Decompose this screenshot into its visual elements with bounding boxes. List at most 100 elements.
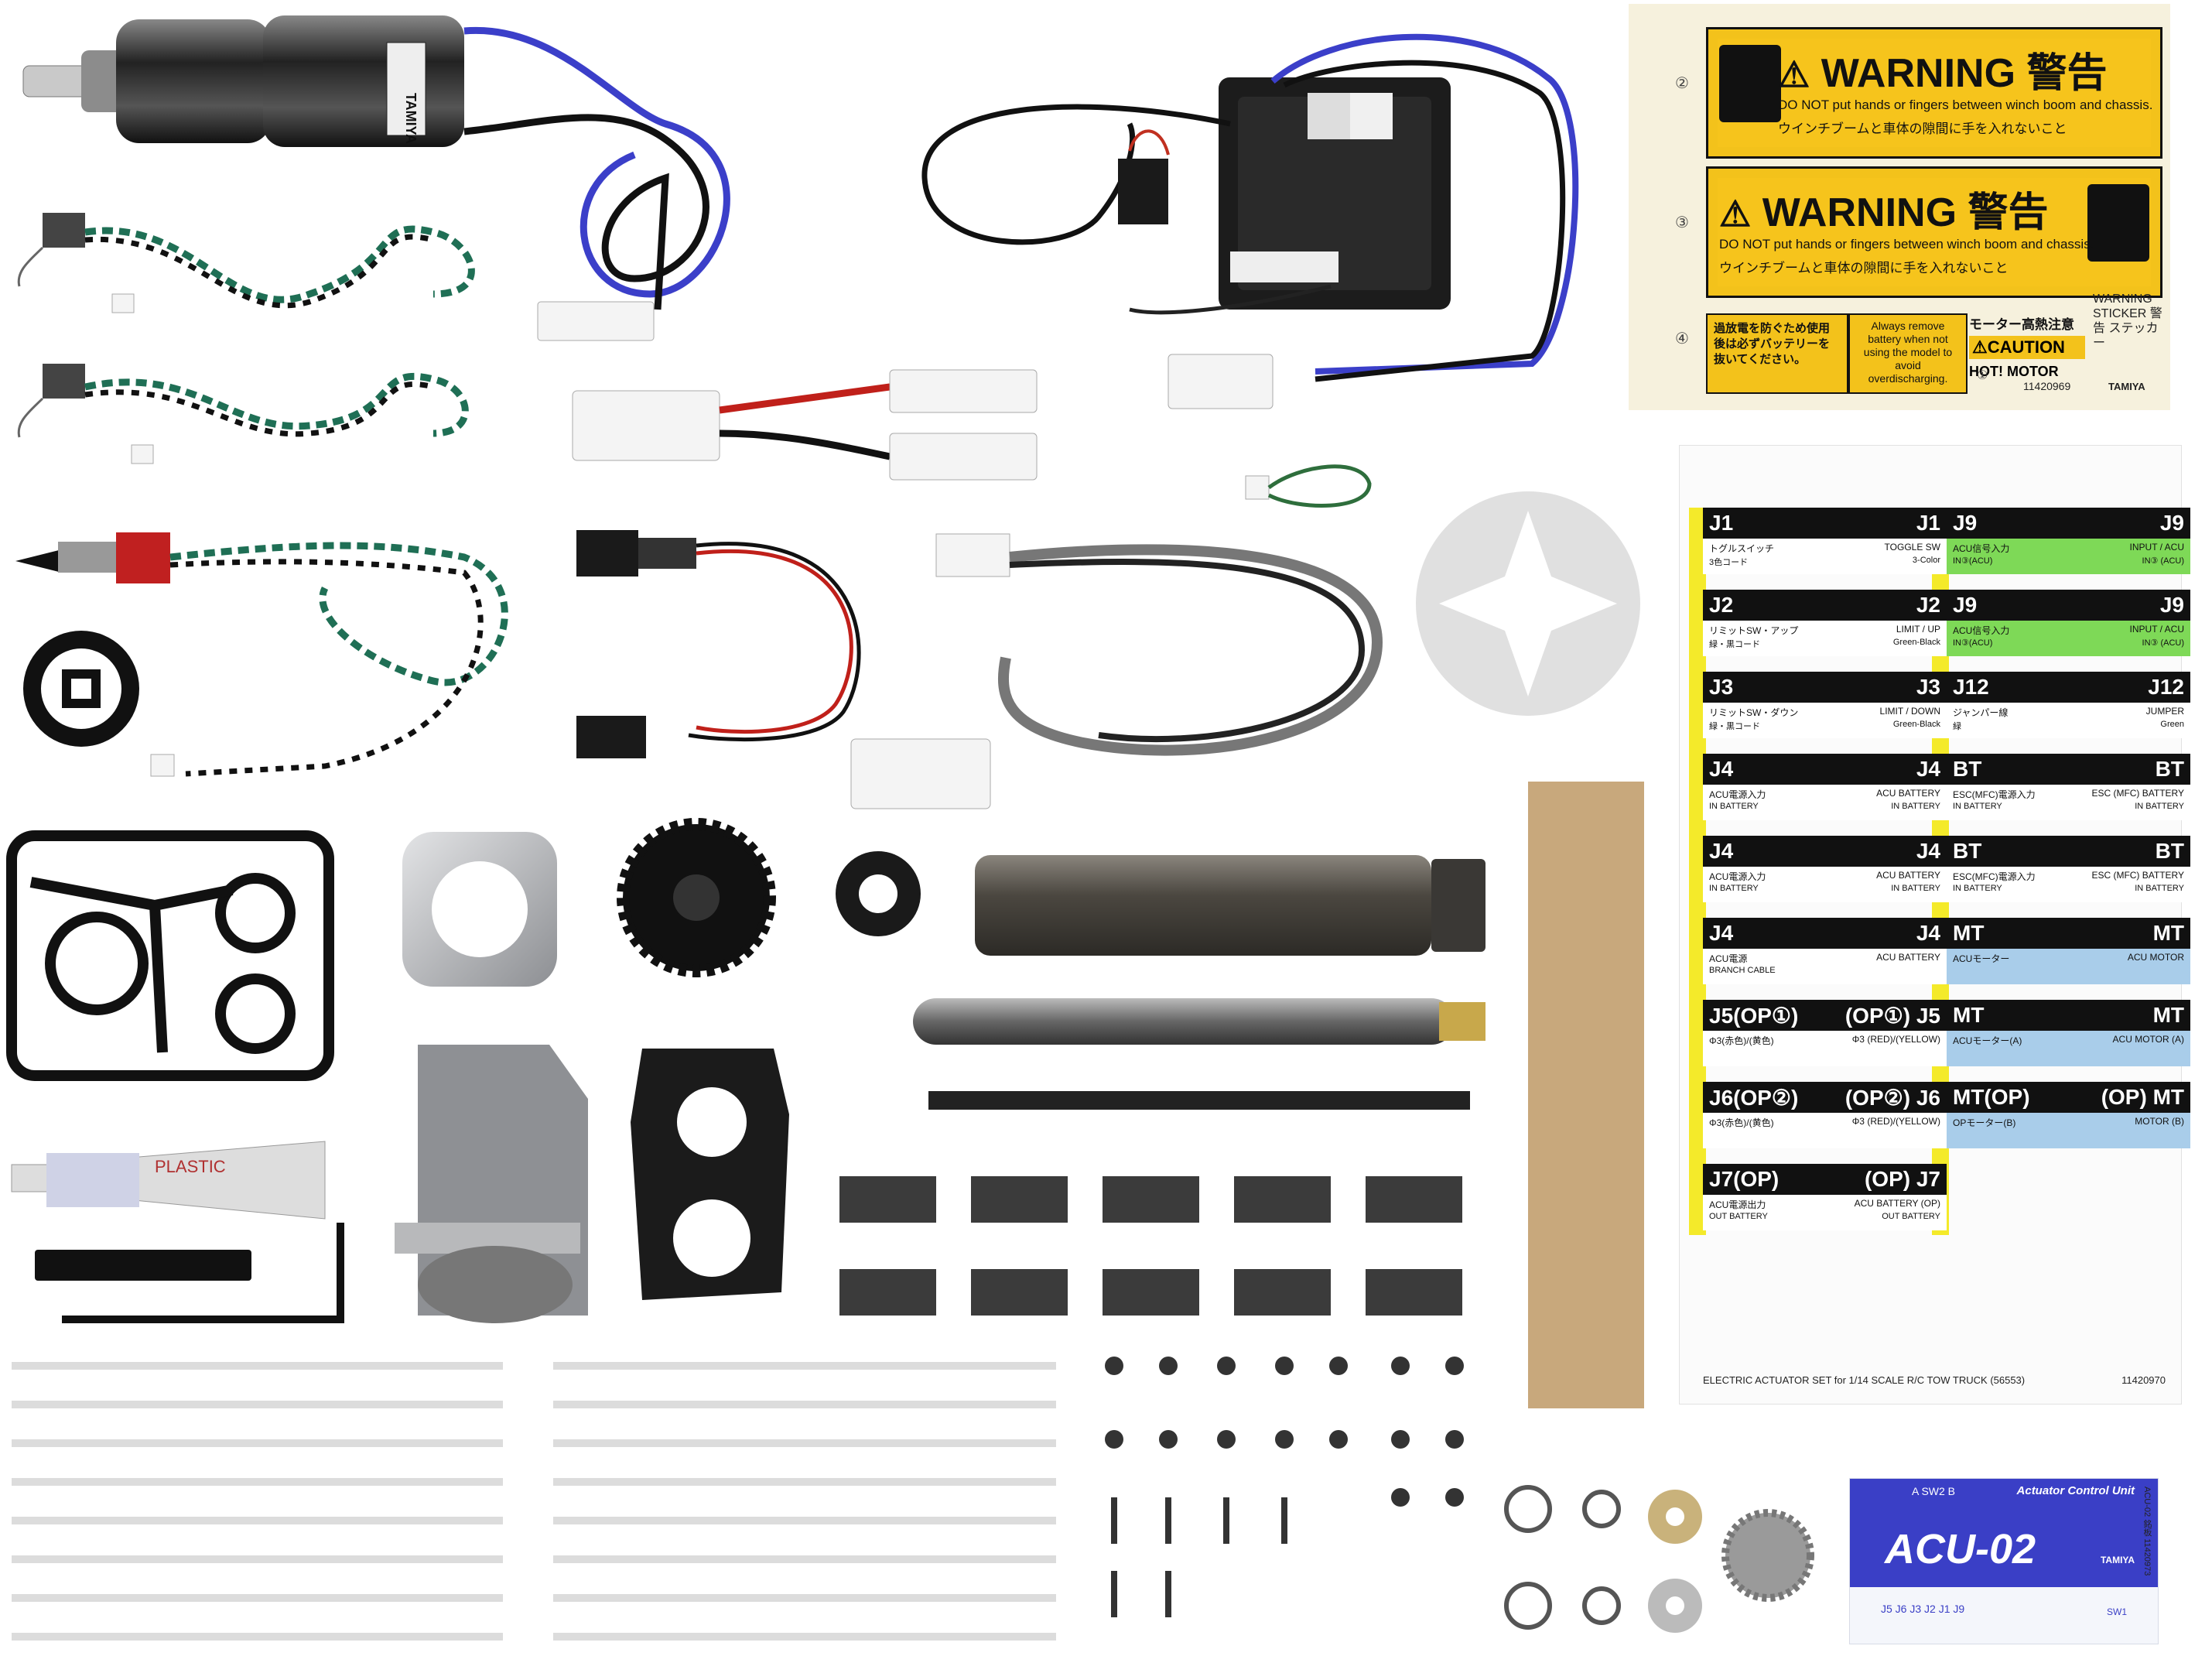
label-en: TOGGLE SW [1884,542,1940,553]
label-sub: IN BATTERY [1709,884,1759,893]
motor-brand-label: TAMIYA [403,93,419,144]
caution-label: ⚠CAUTION [1969,336,2085,359]
label-code-right: (OP①) J5 [1844,1004,1940,1028]
bearings [1648,1490,1702,1633]
label-sheet-title: ELECTRIC ACTUATOR SET for 1/14 SCALE R/C… [1703,1374,2026,1386]
plastic-sprue [6,830,334,1081]
label-code-right: (OP②) J6 [1844,1086,1940,1110]
label-code-right: (OP) MT [2101,1085,2184,1109]
label-jp: ACUモーター [1953,953,2010,964]
spur-gear [617,818,776,977]
battery-extension-cable [850,533,1383,809]
acu-model-name: ACU-02 [1885,1526,2036,1572]
acu-top-pins: A SW2 B [1912,1485,1956,1497]
warning-sticker-1: ⚠ WARNING 警告 DO NOT put hands or fingers… [1706,27,2162,159]
label-code: J1 [1709,511,1734,535]
screws [1105,1357,1464,1617]
warning-text-jp-1: ウインチブームと車体の隙間に手を入れないこと [1778,121,2067,136]
grease-tube: PLASTIC [11,1141,326,1220]
servo-extension-cable [576,530,861,758]
acu-nameplate: A SW2 B Actuator Control Unit ACU-02 TAM… [1849,1478,2159,1644]
label-code-right: J1 [1916,511,1940,535]
label-code: J9 [1953,593,1978,617]
hand-warning-icon [2087,184,2149,262]
acu-blue-panel [1850,1479,2158,1587]
label-sub: 緑・黒コード [1709,640,1760,649]
label-jp: リミットSW・ダウン [1709,707,1799,718]
motor-wire-black [463,114,709,310]
label-code-right: J12 [2148,675,2184,699]
esc-wire-blue [1270,33,1579,375]
label-code: J6(OP②) [1709,1086,1799,1110]
label-jp: OPモーター(B) [1953,1117,2016,1128]
label-jp: リミットSW・アップ [1709,625,1799,636]
warning-title-1: ⚠ WARNING 警告 [1778,51,2108,96]
motor-wire-blue [463,26,730,298]
label-en: ACU MOTOR (A) [2112,1034,2184,1045]
label-en: Φ3 (RED)/(YELLOW) [1851,1116,1940,1127]
label-code-right: J4 [1916,839,1940,863]
sticker-number-2: ② [1675,75,1689,92]
sticker-part-number: 11420969 [2023,380,2071,392]
label-sheet-part-number: 11420970 [2121,1374,2166,1386]
hex-wrenches [35,1223,344,1323]
sticker-number-1: ① [1977,369,1988,382]
label-code: J4 [1709,757,1734,781]
label-sub: OUT BATTERY [1709,1212,1768,1221]
label-en: LIMIT / DOWN [1879,706,1940,717]
toggle-switch [15,532,508,777]
label-en: JUMPER [2145,706,2184,717]
sticker-number-4: ④ [1675,330,1689,347]
label-code: J12 [1953,675,1989,699]
esc-power-plug [1168,354,1274,409]
label-code: MT [1953,921,1985,945]
label-jp: ACU信号入力 [1953,543,2010,554]
label-code: BT [1953,839,1982,863]
label-en: LIMIT / UP [1896,624,1940,635]
label-sub-right: IN③ (ACU) [2142,556,2184,566]
label-sub-right: IN BATTERY [1891,884,1940,893]
label-sub-right: IN BATTERY [2135,884,2184,893]
battery-warning-en: Always remove battery when not using the… [1848,313,1968,394]
label-jp: ACU電源入力 [1709,789,1766,800]
warning-text-en-2: DO NOT put hands or fingers between winc… [1719,237,2094,251]
limit-switch-up [17,213,475,313]
acu-subtitle: Actuator Control Unit [2016,1484,2135,1497]
label-code: J4 [1709,839,1734,863]
label-sub: IN③(ACU) [1953,556,1993,566]
label-code-right: BT [2155,839,2184,863]
label-en: ACU BATTERY (OP) [1854,1198,1940,1209]
label-code-right: MT [2152,921,2184,945]
label-jp: ESC(MFC)電源入力 [1953,871,2036,882]
label-sub-right: Green [2160,720,2184,729]
cable-ties [12,1362,1056,1641]
label-jp: Φ3(赤色)/(黄色) [1709,1035,1774,1046]
gearbox-cover [395,1045,588,1323]
warning-text-jp-2: ウインチブームと車体の隙間に手を入れないこと [1719,261,2009,275]
label-sub-right: IN③ (ACU) [2142,638,2184,648]
label-code: MT(OP) [1953,1085,2030,1109]
label-code: J2 [1709,593,1734,617]
esc-signal-plug [1118,159,1168,224]
label-code: J9 [1953,511,1978,535]
felt-disc [1416,491,1640,716]
label-en: ACU BATTERY [1876,870,1940,881]
label-sub: IN③(ACU) [1953,638,1993,648]
label-code-right: J9 [2159,511,2184,535]
label-en: ACU BATTERY [1876,788,1940,799]
pinion-gear [1721,1509,1814,1602]
lead-screw [928,1091,1470,1110]
clips-row-2 [839,1269,1462,1316]
